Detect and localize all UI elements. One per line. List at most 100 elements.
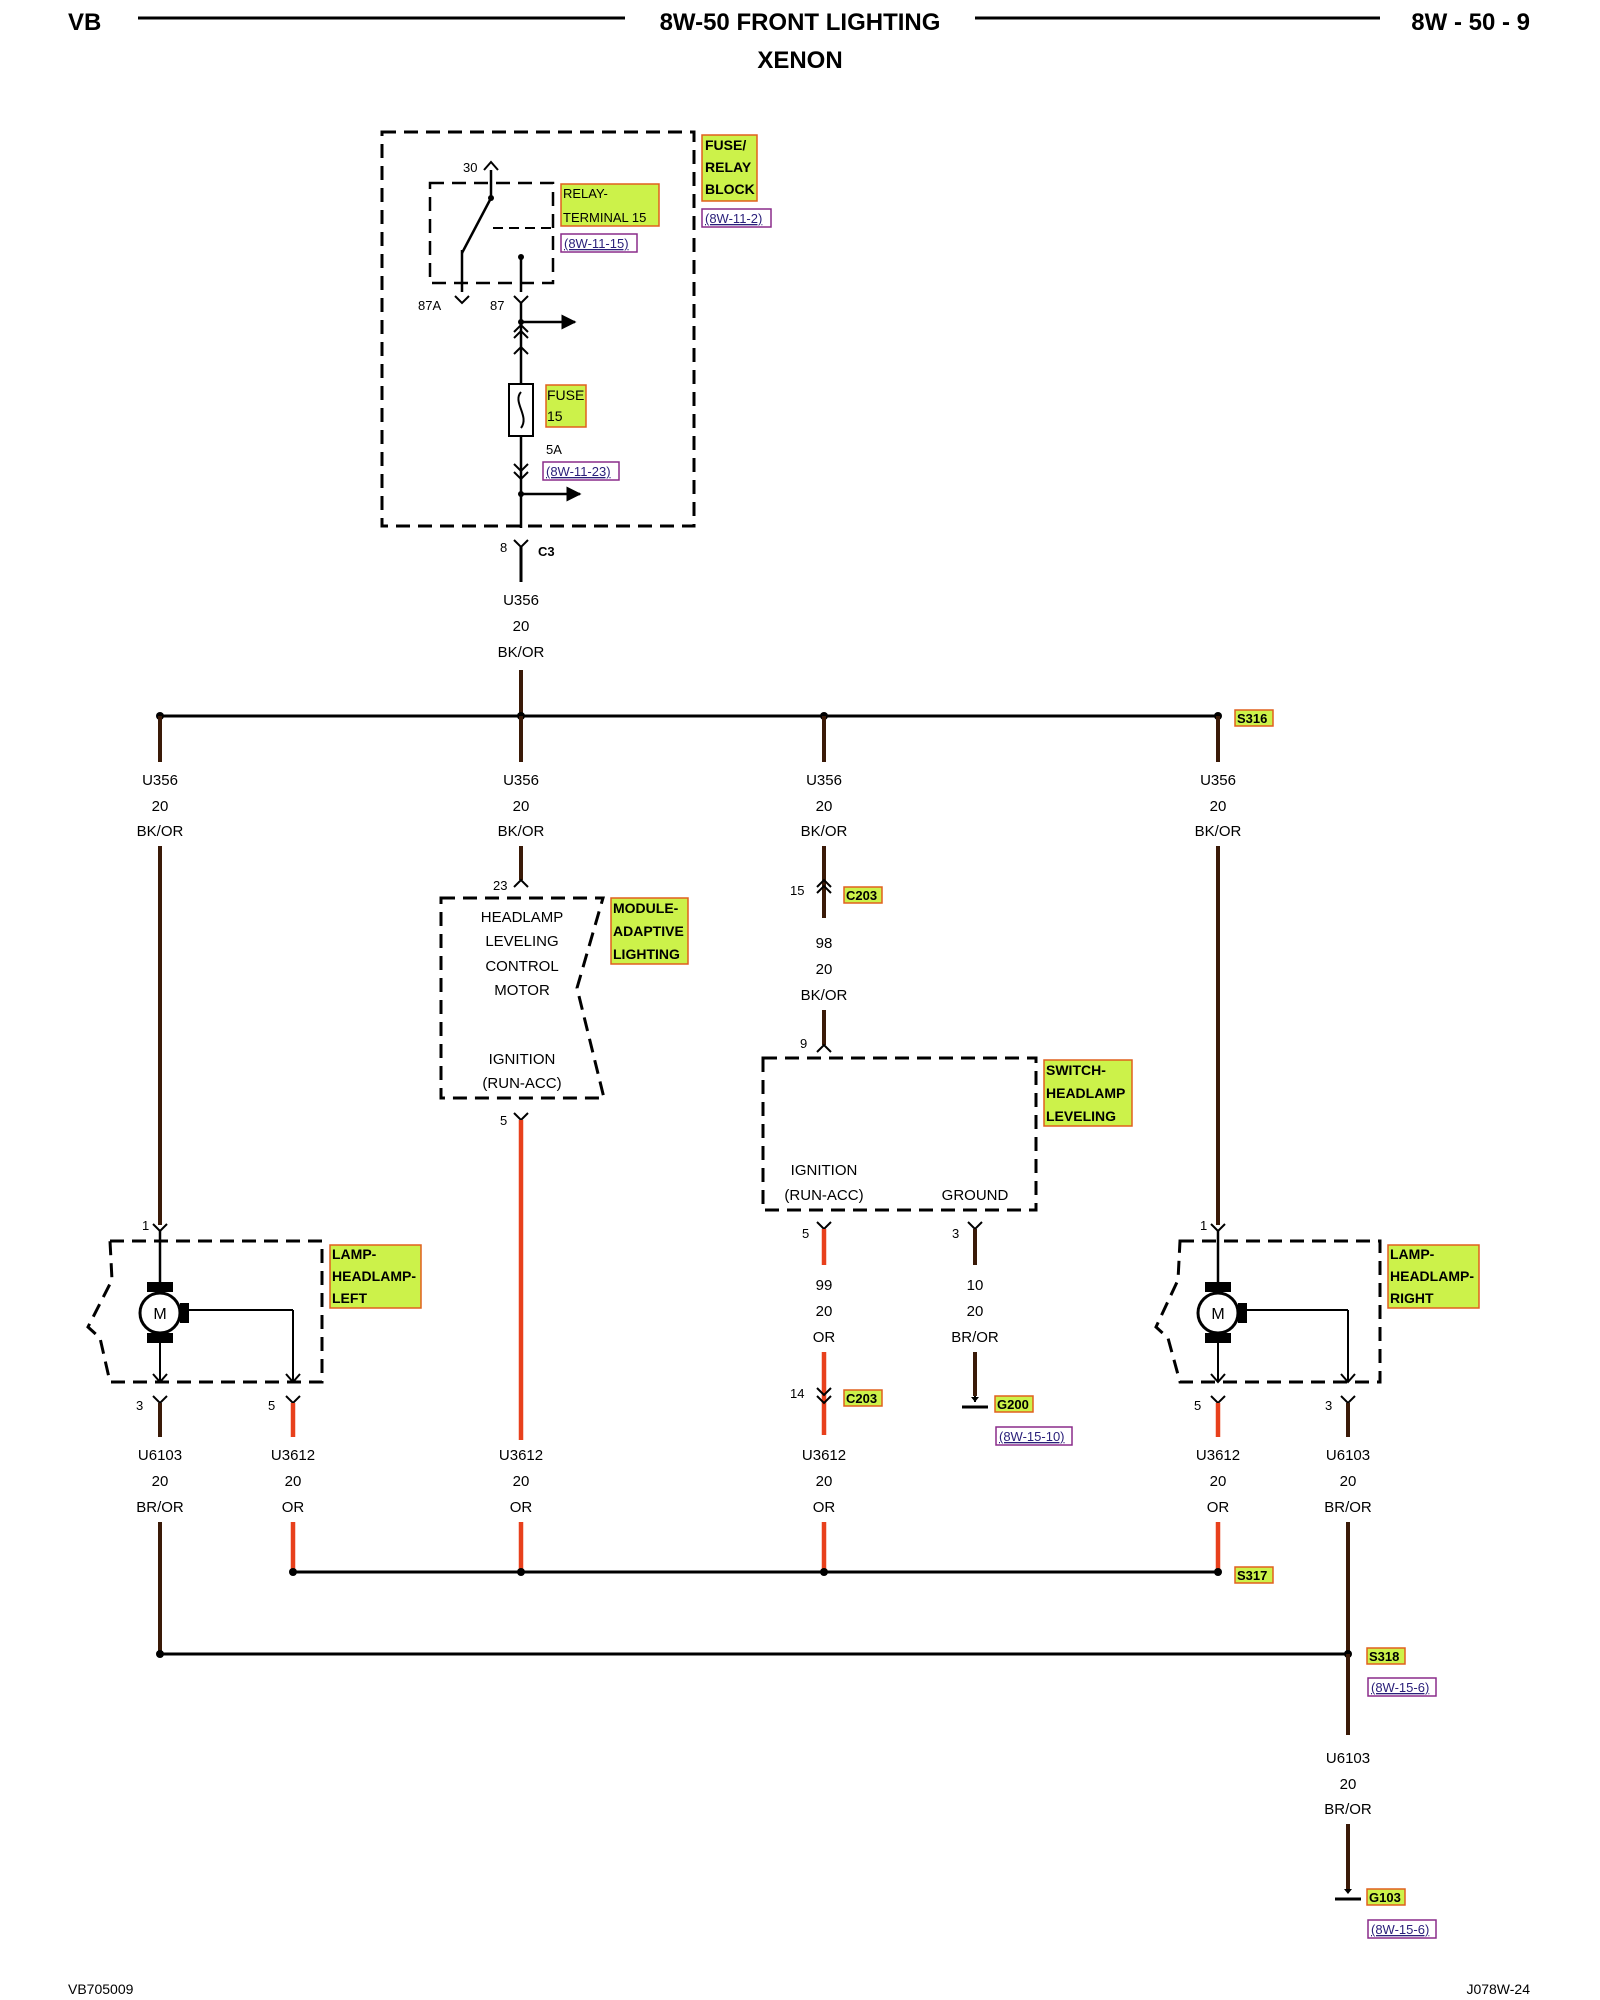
switch-tag: [1043, 1059, 1133, 1127]
fuse-relay-block-ref[interactable]: (8W-11-2): [705, 211, 762, 226]
relay-pin87-label: 87: [490, 298, 504, 313]
g200-label: G200: [997, 1397, 1029, 1412]
s317-node-3: [820, 1568, 828, 1576]
fuse-label-1: FUSE: [547, 387, 584, 403]
g103-ref-box[interactable]: [1367, 1919, 1437, 1939]
fuse-rating: 5A: [546, 442, 562, 457]
fuse-tag: [545, 384, 587, 428]
switch-pin5-connector: [816, 1221, 832, 1231]
switch-pin5: 5: [802, 1226, 809, 1241]
g103-tag: [1366, 1888, 1406, 1906]
left-pin3-gauge: 20: [152, 1473, 169, 1490]
ground-feed-color: BR/OR: [1324, 1801, 1372, 1818]
module-tag-2: ADAPTIVE: [613, 923, 684, 939]
s318-ref[interactable]: (8W-15-6): [1371, 1680, 1429, 1695]
module-text-3: CONTROL: [485, 958, 558, 975]
module-tag-3: LIGHTING: [613, 946, 680, 962]
col3-circuit: U356: [806, 772, 842, 789]
left-motor-bottom-cap: [147, 1333, 173, 1343]
main-feed: U356 20 BK/OR: [498, 547, 545, 716]
c3-label: C3: [538, 544, 555, 559]
switch-pin9-connector: [816, 1043, 832, 1053]
right-pin3-color: BR/OR: [1324, 1499, 1372, 1516]
fuse-ref[interactable]: (8W-11-23): [546, 464, 611, 479]
left-pin5-arrow: [285, 1373, 301, 1384]
left-pin3-arrow: [152, 1373, 168, 1384]
fuse-15-element: [517, 391, 525, 429]
relay-tag: [560, 183, 660, 227]
relay-pin30-connector: [483, 160, 499, 171]
s318-tag: [1366, 1647, 1406, 1665]
module-outline: [439, 896, 606, 1100]
col1-feed: U356 20 BK/OR: [137, 716, 184, 1225]
sw-out2-circuit: 10: [967, 1277, 984, 1294]
s317-node-2: [517, 1568, 525, 1576]
module-text-2: LEVELING: [485, 933, 558, 950]
module-ign-2: (RUN-ACC): [482, 1075, 561, 1092]
main-feed-circuit: U356: [503, 592, 539, 609]
switch-pin9: 9: [800, 1036, 807, 1051]
s318-ref-box[interactable]: [1367, 1677, 1437, 1697]
left-pin5-gauge: 20: [285, 1473, 302, 1490]
left-lamp-tag: [329, 1244, 422, 1309]
module-out-circuit: U3612: [499, 1447, 543, 1464]
g200-ref-box[interactable]: [995, 1426, 1073, 1446]
s316-bus: S316: [156, 709, 1274, 727]
g103-arrow: [1344, 1889, 1352, 1894]
c3-pin: 8: [500, 540, 507, 555]
left-motor-label: M: [153, 1306, 166, 1323]
right-lamp-tag-3: RIGHT: [1390, 1290, 1434, 1306]
fuse-ref-box[interactable]: [542, 461, 620, 481]
c203-top-tag: [843, 886, 883, 904]
c203-out-gauge: 20: [816, 1473, 833, 1490]
g200-ref[interactable]: (8W-15-10): [999, 1429, 1065, 1444]
s317-label: S317: [1237, 1568, 1267, 1583]
module-tag: [610, 897, 689, 965]
sw-out1-circuit: 99: [816, 1277, 833, 1294]
c203-out-circuit: U3612: [802, 1447, 846, 1464]
relay-pin87a-connector: [454, 295, 470, 305]
right-pin5-connector: [1210, 1395, 1226, 1405]
right-pin5-arrow: [1210, 1373, 1226, 1384]
fuse-relay-block-outline: [380, 130, 696, 528]
left-lamp-tag-1: LAMP-: [332, 1246, 377, 1262]
col4-circuit: U356: [1200, 772, 1236, 789]
right-pin5-gauge: 20: [1210, 1473, 1227, 1490]
page-footer: VB705009 J078W-24: [68, 1981, 1530, 1997]
page-subtitle: XENON: [757, 47, 842, 74]
col4-feed: U356 20 BK/OR: [1195, 716, 1242, 1225]
switch-tag-1: SWITCH-: [1046, 1062, 1106, 1078]
fuse-relay-block: FUSE/ RELAY BLOCK (8W-11-2) 30 87A 87 RE…: [380, 130, 772, 559]
right-pin3-gauge: 20: [1340, 1473, 1357, 1490]
module-pin23: 23: [493, 878, 507, 893]
header-left: VB: [68, 9, 101, 36]
module-ign-1: IGNITION: [489, 1051, 556, 1068]
c3-connector: [513, 539, 529, 549]
left-pin3-color: BR/OR: [136, 1499, 184, 1516]
col3-color: BK/OR: [801, 823, 848, 840]
switch-outline: [761, 1056, 1038, 1212]
relay-ref[interactable]: (8W-11-15): [564, 236, 629, 251]
relay-label-2: TERMINAL 15: [563, 210, 646, 225]
switch-tag-3: LEVELING: [1046, 1108, 1116, 1124]
fuse-label-2: 15: [547, 408, 563, 424]
g103-ref[interactable]: (8W-15-6): [1371, 1922, 1429, 1937]
fuse-relay-block-ref-box[interactable]: [701, 208, 772, 228]
fuse-bottom-connector: [513, 463, 529, 481]
right-pin3: 3: [1325, 1398, 1332, 1413]
s316-label: S316: [1237, 711, 1267, 726]
left-pin5: 5: [268, 1398, 275, 1413]
relay-pin30-label: 30: [463, 160, 477, 175]
right-pin3-circuit: U6103: [1326, 1447, 1370, 1464]
relay-ref-box[interactable]: [560, 233, 638, 253]
left-lamp-outline: [86, 1239, 324, 1384]
module-pin5: 5: [500, 1113, 507, 1128]
c203-top-connector: [816, 878, 832, 894]
sw-out2-gauge: 20: [967, 1303, 984, 1320]
switch-ground-label: GROUND: [942, 1187, 1009, 1204]
main-feed-color: BK/OR: [498, 644, 545, 661]
relay-contact-arm: [460, 197, 493, 254]
s316-tag: [1234, 709, 1274, 727]
c203-bottom-connector: [816, 1387, 832, 1405]
